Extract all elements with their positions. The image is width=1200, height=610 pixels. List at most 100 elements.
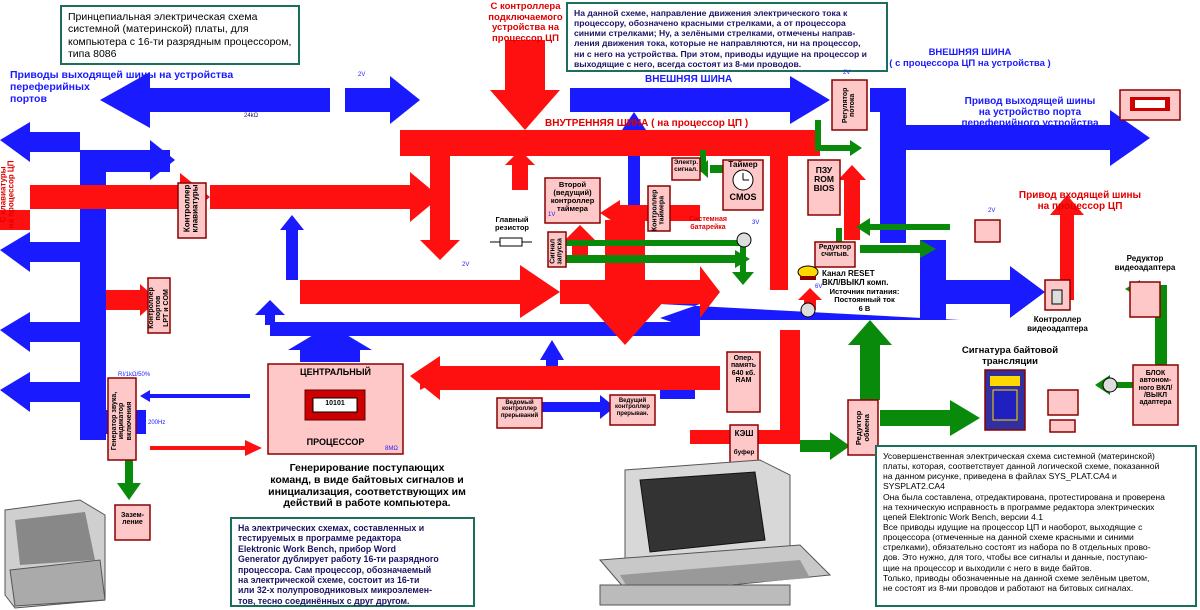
sound-gen-box bbox=[107, 377, 137, 461]
blue-arrow-left-4 bbox=[0, 372, 80, 412]
blue-arrow-external-bus bbox=[570, 76, 830, 124]
ground-box bbox=[114, 504, 151, 541]
electro-signal-label: Электр. сигнал. bbox=[673, 159, 699, 173]
external-bus-right-label: ВНЕШНЯЯ ШИНА ( с процессора ЦП на устрой… bbox=[889, 47, 1051, 69]
ewb-note: На электрических схемах, составленных и … bbox=[230, 517, 475, 607]
cpu-chip bbox=[304, 389, 366, 421]
slave-irq-box bbox=[496, 397, 543, 429]
v2-a: 2V bbox=[358, 72, 366, 78]
keyboard-controller-box bbox=[177, 182, 207, 239]
resistor-icon bbox=[490, 237, 532, 247]
ground-label: Зазем- ление bbox=[120, 512, 145, 527]
rom-label: ПЗУ ROM BIOS bbox=[813, 165, 835, 193]
video-reducer-label: Редуктор видеоадаптера bbox=[1114, 254, 1176, 272]
lamp-icon bbox=[797, 265, 819, 280]
flow-regulator-box bbox=[831, 79, 868, 131]
red-arrow-main-center bbox=[300, 265, 560, 318]
exchange-reducer-label: Редуктор обмена bbox=[854, 410, 871, 446]
v3: 3V bbox=[752, 220, 760, 226]
blue-arrow-right-periph bbox=[870, 88, 880, 112]
meter-icon bbox=[736, 232, 1118, 393]
title-box: Принцепиальная электрическая схема систе… bbox=[60, 5, 300, 65]
timer-label: Таймер bbox=[728, 160, 758, 169]
keyboard-side-label: С клавиатуры на процессор ЦП bbox=[0, 160, 16, 229]
keyboard-controller-label: Контроллер клавиатуры bbox=[182, 184, 200, 233]
v1: 1V bbox=[548, 212, 556, 218]
second-timer-box bbox=[544, 177, 601, 224]
reset-reducer-box bbox=[814, 241, 856, 268]
cmos-label: CMOS bbox=[729, 192, 757, 202]
red-arrow-down-center bbox=[585, 220, 665, 345]
red-bus-arrows bbox=[0, 40, 1084, 456]
in-bus-device bbox=[974, 219, 1001, 243]
blue-arrow-to-ram bbox=[660, 304, 960, 332]
flow-regulator-label: Регулятор потока bbox=[842, 87, 857, 124]
cache-box bbox=[729, 424, 759, 464]
cpu-bottom-label: ПРОЦЕССОР bbox=[306, 437, 365, 447]
video-controller-label: Контроллер видеоадаптера bbox=[1027, 315, 1088, 333]
timer-cmos-box bbox=[722, 159, 764, 211]
second-timer-label: Второй (ведущий) контроллер таймера bbox=[550, 180, 595, 213]
blue-arrow-left-3 bbox=[0, 312, 80, 352]
v6: 6V bbox=[815, 284, 823, 290]
external-bus-label: ВНЕШНЯЯ ШИНА bbox=[645, 74, 733, 85]
lpt-controller-label: Контроллер портов LPT и COM bbox=[147, 287, 170, 329]
reset-channel-label: Канал RESET ВКЛ/ВЫКЛ комп. bbox=[822, 269, 889, 287]
green-arrow-up-exchange bbox=[848, 320, 892, 400]
k24: 24kΩ bbox=[244, 113, 259, 119]
computer-terminal-image bbox=[598, 459, 832, 606]
top-note: На данной схеме, направление движения эл… bbox=[566, 2, 888, 72]
electro-signal-box bbox=[671, 157, 701, 181]
ohm8: 8MΩ bbox=[385, 446, 398, 452]
blue-arrow-to-video bbox=[920, 266, 1045, 318]
start-signal-label: Сигнал запуска bbox=[549, 238, 564, 265]
v2-c: 2V bbox=[462, 262, 470, 268]
master-irq-box bbox=[609, 394, 656, 426]
power-block-label: БЛОК автоном- ного ВКЛ/ /ВЫКЛ адаптера bbox=[1138, 370, 1173, 407]
v2-d: 2V bbox=[988, 208, 996, 214]
blue-arrow-up-cpu bbox=[288, 325, 372, 362]
red-arrow-from-controller bbox=[490, 40, 560, 130]
sound-gen-label: Генератор звука, индикатор включения bbox=[110, 391, 133, 451]
cpu-caption: Генерирование поступающих команд, в виде… bbox=[268, 462, 466, 510]
byte-signature-label: Сигнатура байтовой трансляции bbox=[961, 345, 1059, 367]
video-reducer-box bbox=[1129, 281, 1161, 318]
blue-arrow-left-1 bbox=[0, 122, 80, 162]
hz200: 200Hz bbox=[148, 420, 166, 426]
exchange-reducer-box bbox=[847, 399, 879, 456]
cache-label: КЭШ bbox=[734, 429, 754, 438]
blue-arrow-top-mid bbox=[345, 76, 420, 124]
main-resistor-label: Главный резистор bbox=[495, 215, 529, 233]
cpu-chip-text: 10101 bbox=[325, 400, 345, 407]
green-arrow-to-signature bbox=[880, 400, 980, 436]
ram-box bbox=[726, 351, 761, 413]
from-controller-label: С контроллера подключаемого устройства н… bbox=[488, 1, 563, 44]
ri: RI/1kΩ/50% bbox=[118, 372, 151, 378]
timer-controller-label: Контроллер таймера bbox=[651, 189, 666, 232]
blue-arrow-top-left bbox=[100, 72, 330, 128]
power-block-box bbox=[1132, 364, 1179, 426]
in-bus-label: Привод входящей шины на процессор ЦП bbox=[1018, 190, 1142, 213]
video-device bbox=[1047, 389, 1079, 416]
buffer-label: буфер bbox=[733, 449, 755, 456]
small-device-2 bbox=[1049, 419, 1076, 433]
out-bus-drives-label: Приводы выходящей шины на устройства пер… bbox=[10, 69, 234, 105]
v2-b: 2V bbox=[843, 70, 851, 76]
lpt-controller-box bbox=[147, 277, 171, 334]
timer-controller-box bbox=[647, 185, 671, 232]
right-note: Усовершенственная электрическая схема си… bbox=[875, 445, 1197, 607]
out-bus-right-label: Привод выходящей шины на устройство порт… bbox=[961, 96, 1099, 130]
power-source-label: Источник питания: Постоянный ток 6 В bbox=[829, 287, 900, 313]
ram-label: Опер. память 640 кб. RAM bbox=[730, 355, 757, 385]
master-irq-label: Ведущий контроллер прерыван. bbox=[615, 398, 650, 417]
system-battery-label: Системная батарейка bbox=[689, 216, 727, 231]
keyboard-image bbox=[4, 499, 106, 609]
red-arrow-mid-left bbox=[270, 172, 440, 222]
red-arrow-to-cpu-left bbox=[410, 356, 720, 400]
clock-icon bbox=[732, 169, 754, 191]
blue-arrow-periph-out bbox=[880, 110, 1150, 166]
internal-bus-label: ВНУТРЕННЯЯ ШИНА ( на процессор ЦП ) bbox=[545, 118, 749, 129]
green-arrow-out bbox=[800, 432, 850, 460]
